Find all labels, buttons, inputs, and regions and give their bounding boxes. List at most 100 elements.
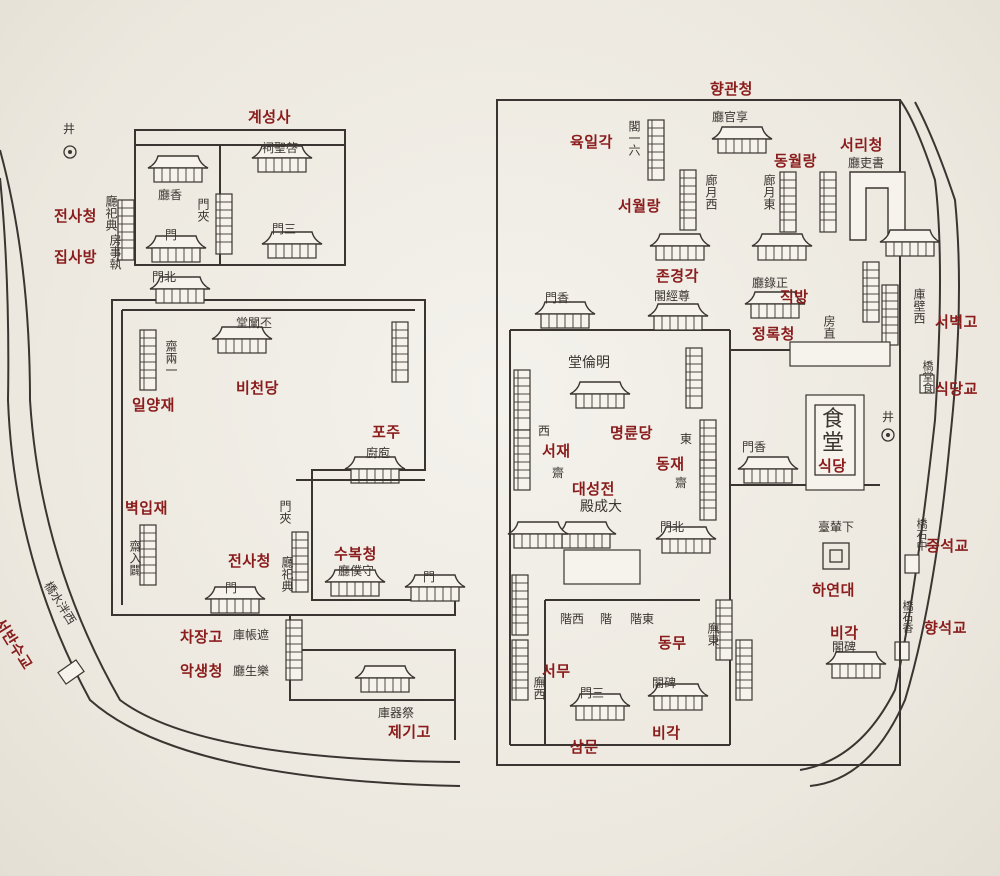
byeokipjae-hanja: 齋入闢 [128, 540, 142, 576]
hyangcheong-building [147, 155, 209, 183]
hayeondae-platform [822, 542, 850, 570]
label-dongmu: 동무 [658, 634, 687, 652]
hyangcheong-hanja: 廳香 [158, 188, 183, 202]
label-gyeseongsa: 계성사 [248, 108, 291, 126]
seojae-building-2 [513, 429, 531, 491]
seomu-building-1 [511, 574, 529, 636]
sikdang-bridge [919, 374, 935, 394]
small-gate-hanja: 門 [423, 570, 436, 584]
iryangjae-building [139, 329, 157, 391]
daeseongjeon-building [555, 521, 617, 549]
east-wall-curve [799, 99, 941, 771]
jongyeonggak-building [647, 303, 709, 331]
jeonsa-mid-hanja: 廳祀典 [280, 556, 294, 592]
side-building-right [391, 321, 409, 383]
hyangmun-hanja: 門香 [545, 291, 570, 305]
yugil-hanja: 閣一六 [627, 120, 641, 156]
north-gate-hanja: 門北 [152, 270, 177, 284]
gate-seowol [649, 233, 711, 261]
label-jegigo: 제기고 [388, 723, 431, 741]
label-poju: 포주 [372, 423, 401, 441]
gye-mid: 階 [600, 612, 613, 626]
label-chajanggo: 차장고 [180, 628, 223, 646]
sikdang-building [805, 394, 865, 491]
dongwol-hanja: 廊月東 [762, 174, 776, 210]
gye-left: 階西 [560, 612, 585, 626]
label-hyangseokgyo: 향석교 [924, 619, 967, 637]
label-hyanggwancheong: 향관청 [710, 80, 753, 98]
iryangjae-hanja: 齋兩一 [164, 340, 178, 376]
well-left-char: 井 [63, 122, 76, 136]
label-bigak-bottom: 비각 [652, 724, 681, 742]
label-bigak-right: 비각 [830, 624, 859, 642]
gate-mid-hanja: 門夾 [278, 500, 292, 524]
canal-outer [0, 149, 461, 763]
jik-hanja: 房直 [822, 315, 836, 339]
well-right-char: 井 [882, 410, 895, 424]
daeseongjeon-base [563, 549, 641, 585]
label-seomu: 서무 [542, 662, 571, 680]
hyangmun2-hanja: 門香 [742, 440, 767, 454]
yugilgak-building [647, 119, 665, 181]
subok-hanja: 廳僕守 [338, 564, 375, 578]
label-myeongryundang: 명륜당 [610, 424, 653, 442]
jongyeong-hanja: 閣經尊 [654, 289, 691, 303]
poju-hanja: 廚庖 [366, 446, 391, 460]
label-iryangjae: 일양재 [132, 396, 175, 414]
label-seorichung: 서리청 [840, 136, 883, 154]
label-daeseongjeon: 대성전 [572, 480, 615, 498]
yeondae-hanja: 臺輦下 [818, 520, 855, 534]
label-sikdang: 식당 [818, 457, 847, 475]
gate-left-daeseong [507, 521, 569, 549]
sikdanggyo-hanja: 橋堂食 [921, 360, 934, 393]
label-akssaengcheong: 악생청 [180, 662, 223, 680]
dongmu-hanja: 廡東 [706, 622, 720, 646]
myeongryundang-building [569, 381, 631, 409]
label-hayeondae: 하연대 [812, 581, 855, 599]
dongwollang-building-2 [819, 171, 837, 233]
bigak2-hanja: 閣碑 [652, 676, 677, 690]
right-compound-wall [496, 99, 901, 766]
hyanggwancheong-building [711, 126, 773, 154]
dongjae-char: 齋 [675, 476, 688, 490]
label-dongwollang: 동월랑 [774, 152, 817, 170]
chajanggo-hanja: 庫帳遮 [233, 628, 270, 642]
label-jipsabang: 집사방 [54, 248, 97, 266]
dong-char: 東 [680, 432, 693, 446]
seowollang-building [679, 169, 697, 231]
dongmu-building-2 [735, 639, 753, 701]
hyanggwan-hanja: 廳官享 [712, 110, 749, 124]
label-dongjae: 동재 [656, 455, 685, 473]
label-sammun: 삼문 [570, 738, 599, 756]
jikbang-building [862, 261, 880, 323]
bigak-hanja: 閣碑 [832, 640, 857, 654]
jegigo-building [354, 665, 416, 693]
label-seowollang: 서월랑 [618, 197, 661, 215]
jipsa-hanja: 房事執 [108, 234, 122, 270]
east-gate-top [685, 347, 703, 409]
seobansu-bridge [57, 659, 85, 685]
seomu-building-2 [511, 639, 529, 701]
hyangmun-gate-2 [737, 456, 799, 484]
label-seobyeokgo: 서벽고 [935, 313, 978, 331]
jeongrok-hall [789, 341, 891, 367]
gate-left-hanja: 門夾 [196, 198, 210, 222]
label-jikbang: 직방 [780, 288, 809, 306]
well-left [63, 145, 77, 159]
well-right [881, 428, 895, 442]
label-jeongrokcheong: 정록청 [752, 325, 795, 343]
sikdang-hanja: 食堂 [821, 407, 844, 456]
seomu-hanja: 廡西 [532, 676, 546, 700]
jegigo-hanja: 庫器祭 [378, 706, 415, 720]
label-sikdanggyo: 식당교 [935, 380, 978, 398]
seowol-hanja: 廊月西 [704, 174, 718, 210]
jeonsacheong-mid-building [291, 531, 309, 593]
bigak-right-building [825, 651, 887, 679]
hyangseok-bridge [894, 641, 910, 661]
label-jeonsacheong-top: 전사청 [54, 207, 97, 225]
gate-jeonsa-mid [215, 193, 233, 255]
label-seojae: 서재 [542, 442, 571, 460]
canal-inner [0, 177, 461, 787]
seobyeokgo-building [881, 284, 899, 346]
